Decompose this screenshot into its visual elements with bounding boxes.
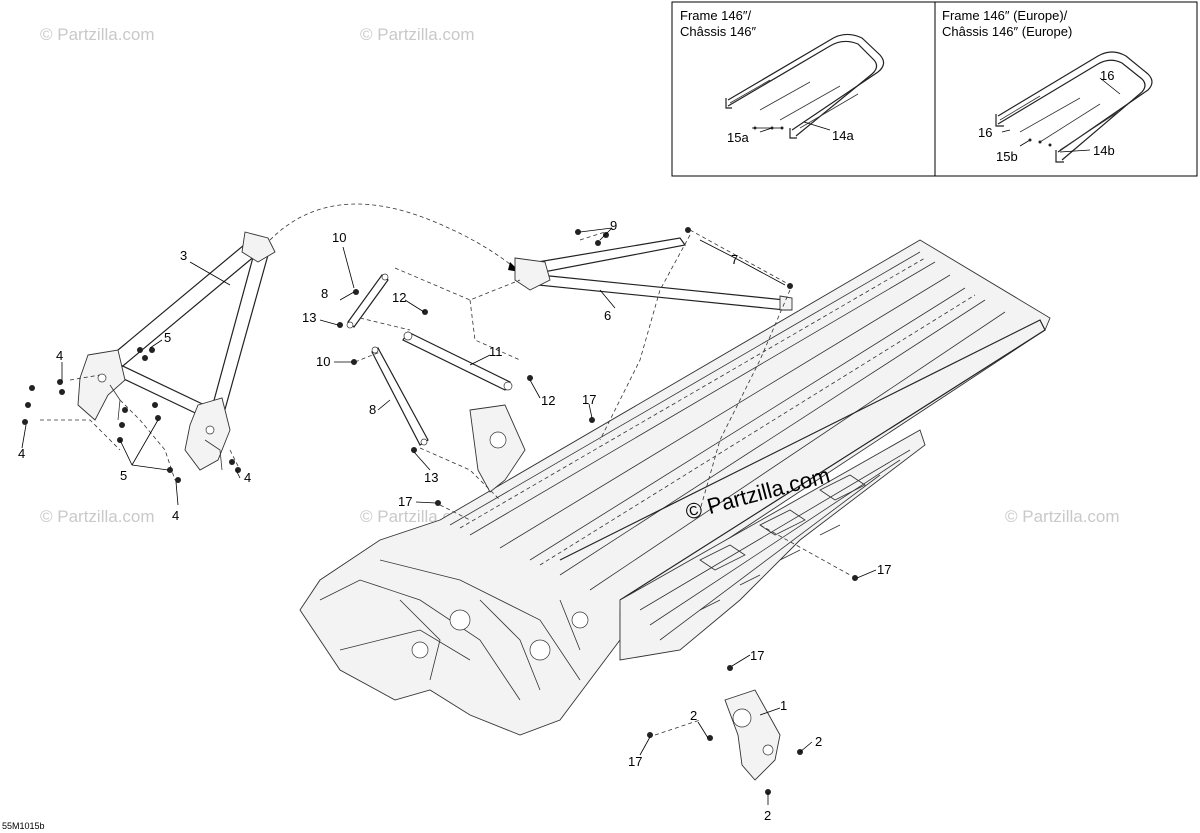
callout-4: 4 (18, 446, 25, 461)
bracket-part (469, 404, 526, 493)
leader-line (759, 121, 831, 133)
callout-8: 8 (369, 402, 376, 417)
callout-8: 8 (321, 286, 328, 301)
callout-13: 13 (302, 310, 316, 325)
leader-line (269, 203, 516, 269)
callout-13: 13 (424, 470, 438, 485)
inset-title-line1: Frame 146″/ (680, 8, 751, 23)
watermark-text: © Partzilla.com (360, 25, 475, 44)
callout-12: 12 (541, 393, 555, 408)
callout-1: 1 (780, 698, 787, 713)
callout-12: 12 (392, 290, 406, 305)
upper-column-part-6 (514, 237, 793, 311)
callout-4: 4 (56, 348, 63, 363)
inset-title-line2: Châssis 146″ (Europe) (942, 24, 1072, 39)
callout-10: 10 (316, 354, 330, 369)
callout-label: 16 (1100, 68, 1114, 83)
cross-rod-part-11 (402, 331, 513, 391)
callout-2: 2 (815, 734, 822, 749)
callout-4: 4 (244, 470, 251, 485)
callout-9: 9 (610, 218, 617, 233)
inset-title-line1: Frame 146″ (Europe)/ (942, 8, 1068, 23)
callout-label: 16 (978, 125, 992, 140)
callout-3: 3 (180, 248, 187, 263)
watermarks: © Partzilla.com © Partzilla.com © Partzi… (40, 25, 1120, 526)
callout-label: 15a (727, 130, 749, 145)
drawing-code: 55M1015b (2, 821, 45, 831)
rail-extension-drawing (725, 33, 885, 139)
callout-5: 5 (120, 468, 127, 483)
inset-title-line2: Châssis 146″ (680, 24, 757, 39)
leader-line (1001, 77, 1121, 153)
callout-label: 14b (1093, 143, 1115, 158)
watermark-text: © Partzilla.com (40, 25, 155, 44)
tunnel-frame-drawing (299, 239, 1051, 736)
construction-lines (40, 229, 851, 736)
inset-frame-146-europe: Frame 146″ (Europe)/ Châssis 146″ (Europ… (942, 8, 1153, 164)
callout-leaders (21, 227, 877, 805)
callout-17: 17 (582, 392, 596, 407)
watermark-text: © Partzilla.com (40, 507, 155, 526)
callout-4: 4 (172, 508, 179, 523)
callout-17: 17 (628, 754, 642, 769)
callouts: 1 2 2 2 2 3 4 4 4 4 5 5 6 7 8 8 9 10 10 … (18, 218, 891, 823)
bracket-part-1 (724, 689, 781, 781)
callout-17: 17 (398, 494, 412, 509)
watermark-text: © Partzilla.com (1005, 507, 1120, 526)
callout-label: 14a (832, 128, 854, 143)
hardware-fasteners (22, 227, 858, 795)
inset-frame-146: Frame 146″/ Châssis 146″ 15a 14a (680, 8, 885, 145)
inset-panel: Frame 146″/ Châssis 146″ 15a 14a Frame 1… (671, 1, 1198, 177)
callout-17: 17 (750, 648, 764, 663)
rod-part-8 (346, 273, 429, 446)
rail-extension-europe-drawing (995, 51, 1153, 163)
callout-6: 6 (604, 308, 611, 323)
callout-10: 10 (332, 230, 346, 245)
steering-support-part-3 (77, 231, 276, 471)
callout-label: 15b (996, 149, 1018, 164)
callout-7: 7 (731, 252, 738, 267)
callout-2: 2 (764, 808, 771, 823)
callout-17: 17 (877, 562, 891, 577)
callout-11: 11 (489, 344, 503, 359)
callout-5: 5 (164, 330, 171, 345)
callout-2: 2 (690, 708, 697, 723)
